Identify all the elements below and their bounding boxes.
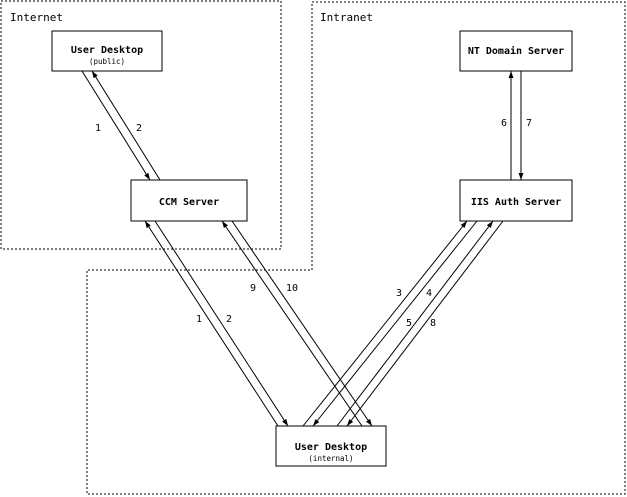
node-user-desktop-public-box [51,30,163,72]
edge-label-nt-to-iis: 7 [526,118,532,129]
zone-intranet: Intranet [86,1,626,495]
node-user-desktop-public-title: User Desktop [71,45,143,56]
edge-label-int-to-iis-a: 3 [396,288,402,299]
zone-internet-border [0,0,282,250]
edge-label-int-to-iis-b: 5 [406,318,412,329]
zone-internet-title: Internet [10,11,63,24]
node-iis-auth-server-title: IIS Auth Server [471,197,561,208]
edge-label-pub-to-ccm: 1 [95,123,101,134]
zone-intranet-border [86,1,626,495]
node-user-desktop-internal-subtitle: (internal) [308,454,353,463]
node-iis-auth-server-box [459,179,573,222]
node-user-desktop-internal-box [275,425,387,467]
edge-labels: 1 2 6 7 1 2 9 10 3 4 5 8 [95,118,532,329]
edge-int-to-iis-b [336,220,494,427]
node-iis-auth-server: IIS Auth Server [459,179,573,222]
node-user-desktop-public: User Desktop (public) [51,30,163,72]
node-user-desktop-internal: User Desktop (internal) [275,425,387,467]
edge-ccm-to-pub [91,70,161,181]
edge-iis-to-int-a [312,220,478,427]
edge-label-ccm-to-pub: 2 [136,123,142,134]
edge-label-iis-to-nt: 6 [501,118,507,129]
edge-label-ccm-to-int: 2 [226,314,232,325]
node-ccm-server-box [130,179,248,222]
node-nt-domain-server-title: NT Domain Server [468,45,564,57]
edge-label-iis-to-int-a: 4 [426,288,432,299]
zone-internet: Internet [0,0,282,250]
edge-int-to-ccm [144,220,279,427]
node-user-desktop-internal-title: User Desktop [295,442,367,453]
edge-int-to-ccm-b [221,220,363,427]
node-ccm-server-title: CCM Server [159,197,219,208]
edge-pub-to-ccm [81,70,151,181]
node-nt-domain-server: NT Domain Server [459,30,573,72]
edge-label-int-to-ccm: 1 [196,314,202,325]
edge-ccm-to-int [154,220,289,427]
node-user-desktop-public-subtitle: (public) [89,57,125,66]
edge-label-int-to-ccm-b: 9 [250,283,256,294]
edges [81,70,524,427]
edge-int-to-iis-a [302,220,468,427]
node-ccm-server: CCM Server [130,179,248,222]
edge-label-iis-to-int-b: 8 [430,318,436,329]
edge-iis-to-int-b [346,220,504,427]
edge-label-ccm-to-int-b: 10 [286,283,298,294]
node-nt-domain-server-box [459,30,573,72]
edge-ccm-to-int-b [231,220,373,427]
zone-intranet-title: Intranet [320,11,373,24]
